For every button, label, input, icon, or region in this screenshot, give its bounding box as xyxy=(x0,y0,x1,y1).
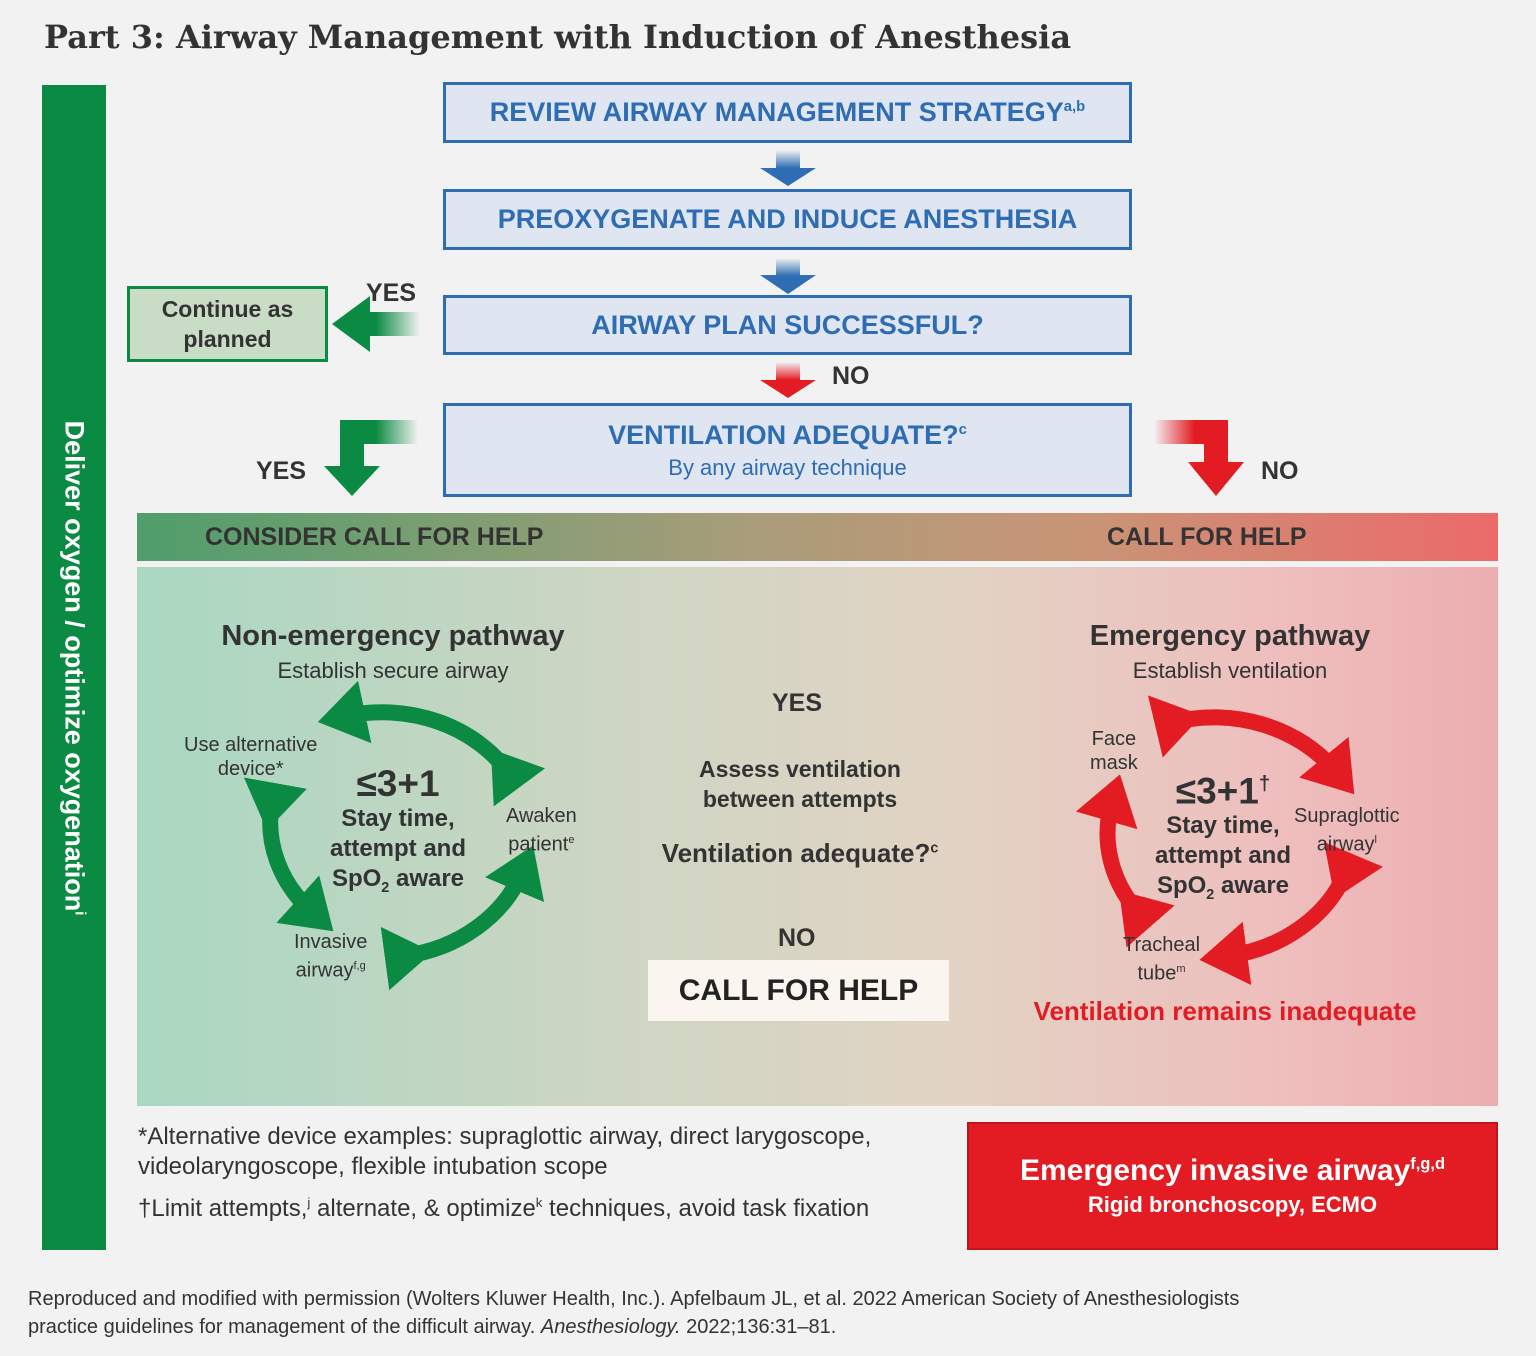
ventilation-yes-label: YES xyxy=(256,457,307,485)
arrow-ventilation-yes xyxy=(324,420,418,496)
call-for-help-bar: CONSIDER CALL FOR HELP CALL FOR HELP xyxy=(137,513,1498,561)
arrow-plan-yes xyxy=(332,296,420,352)
non-emergency-attempts: ≤3+1 xyxy=(356,763,440,804)
middle-yes-label: YES xyxy=(772,689,823,717)
review-strategy-box: REVIEW AIRWAY MANAGEMENT STRATEGYa,b xyxy=(443,82,1132,143)
ventilation-adequate-label: VENTILATION ADEQUATE? xyxy=(608,419,959,450)
airway-plan-label: AIRWAY PLAN SUCCESSFUL? xyxy=(591,309,984,340)
ventilation-adequate-box: VENTILATION ADEQUATE?c By any airway tec… xyxy=(443,403,1132,497)
footnote-limit-attempts: †Limit attempts,j alternate, & optimizek… xyxy=(138,1195,870,1222)
plan-no-label: NO xyxy=(832,362,870,390)
ventilation-adequate-question: Ventilation adequate?c xyxy=(661,838,939,868)
preoxygenate-label: PREOXYGENATE AND INDUCE ANESTHESIA xyxy=(497,204,1078,234)
emergency-invasive-airway-box: Emergency invasive airwayf,g,d Rigid bro… xyxy=(967,1122,1498,1250)
arrow-plan-no xyxy=(760,362,816,398)
ventilation-remains-inadequate: Ventilation remains inadequate xyxy=(1033,996,1417,1026)
footnote-alternative-devices: *Alternative device examples: supraglott… xyxy=(138,1123,872,1180)
review-strategy-label: REVIEW AIRWAY MANAGEMENT STRATEGY xyxy=(489,97,1064,127)
cycle-arrow-supraglottic-to-tracheal xyxy=(1199,841,1383,986)
emergency-heading: Emergency pathway xyxy=(1089,620,1371,652)
ventilation-no-label: NO xyxy=(1261,457,1299,485)
arrow-review-to-preoxygenate xyxy=(760,150,816,186)
non-emergency-heading: Non-emergency pathway xyxy=(221,620,565,652)
emergency-attempts: ≤3+1 xyxy=(1175,770,1259,812)
cycle-arrow-awaken-to-alternative xyxy=(317,680,546,807)
non-emergency-cycle-center: ≤3+1 Stay time, attempt and SpO2 aware xyxy=(318,764,478,903)
cycle-arrow-face-to-supraglottic xyxy=(1147,695,1355,795)
cycle-arrow-invasive-to-awaken xyxy=(380,845,545,991)
page-title: Part 3: Airway Management with Induction… xyxy=(44,18,1072,56)
arrow-ventilation-no xyxy=(1154,420,1244,496)
plan-yes-label: YES xyxy=(366,279,417,307)
cycle-arrow-alternative-to-invasive xyxy=(243,777,334,932)
middle-no-label: NO xyxy=(778,924,816,952)
non-emergency-subheading: Establish secure airway xyxy=(277,658,509,683)
emergency-cycle-center: ≤3+1† Stay time, attempt and SpO2 aware xyxy=(1154,770,1291,904)
source-credit: Reproduced and modified with permission … xyxy=(28,1288,1240,1338)
call-for-help-label: CALL FOR HELP xyxy=(1107,523,1307,551)
airway-plan-box: AIRWAY PLAN SUCCESSFUL? xyxy=(443,295,1132,355)
cycle-arrow-tracheal-to-face xyxy=(1075,774,1175,948)
oxygenation-sidebar: Deliver oxygen / optimize oxygenationi xyxy=(42,85,106,1250)
emergency-invasive-airway-label: Emergency invasive airway xyxy=(1019,1154,1411,1187)
emergency-subheading: Establish ventilation xyxy=(1132,658,1328,683)
middle-call-for-help-box: CALL FOR HELP xyxy=(648,960,949,1021)
ventilation-adequate-sub: By any airway technique xyxy=(668,454,907,480)
consider-call-for-help-label: CONSIDER CALL FOR HELP xyxy=(205,523,544,551)
preoxygenate-box: PREOXYGENATE AND INDUCE ANESTHESIA xyxy=(443,189,1132,250)
arrow-preoxygenate-to-plan xyxy=(760,258,816,294)
emergency-invasive-airway-sub: Rigid bronchoscopy, ECMO xyxy=(1087,1192,1378,1217)
